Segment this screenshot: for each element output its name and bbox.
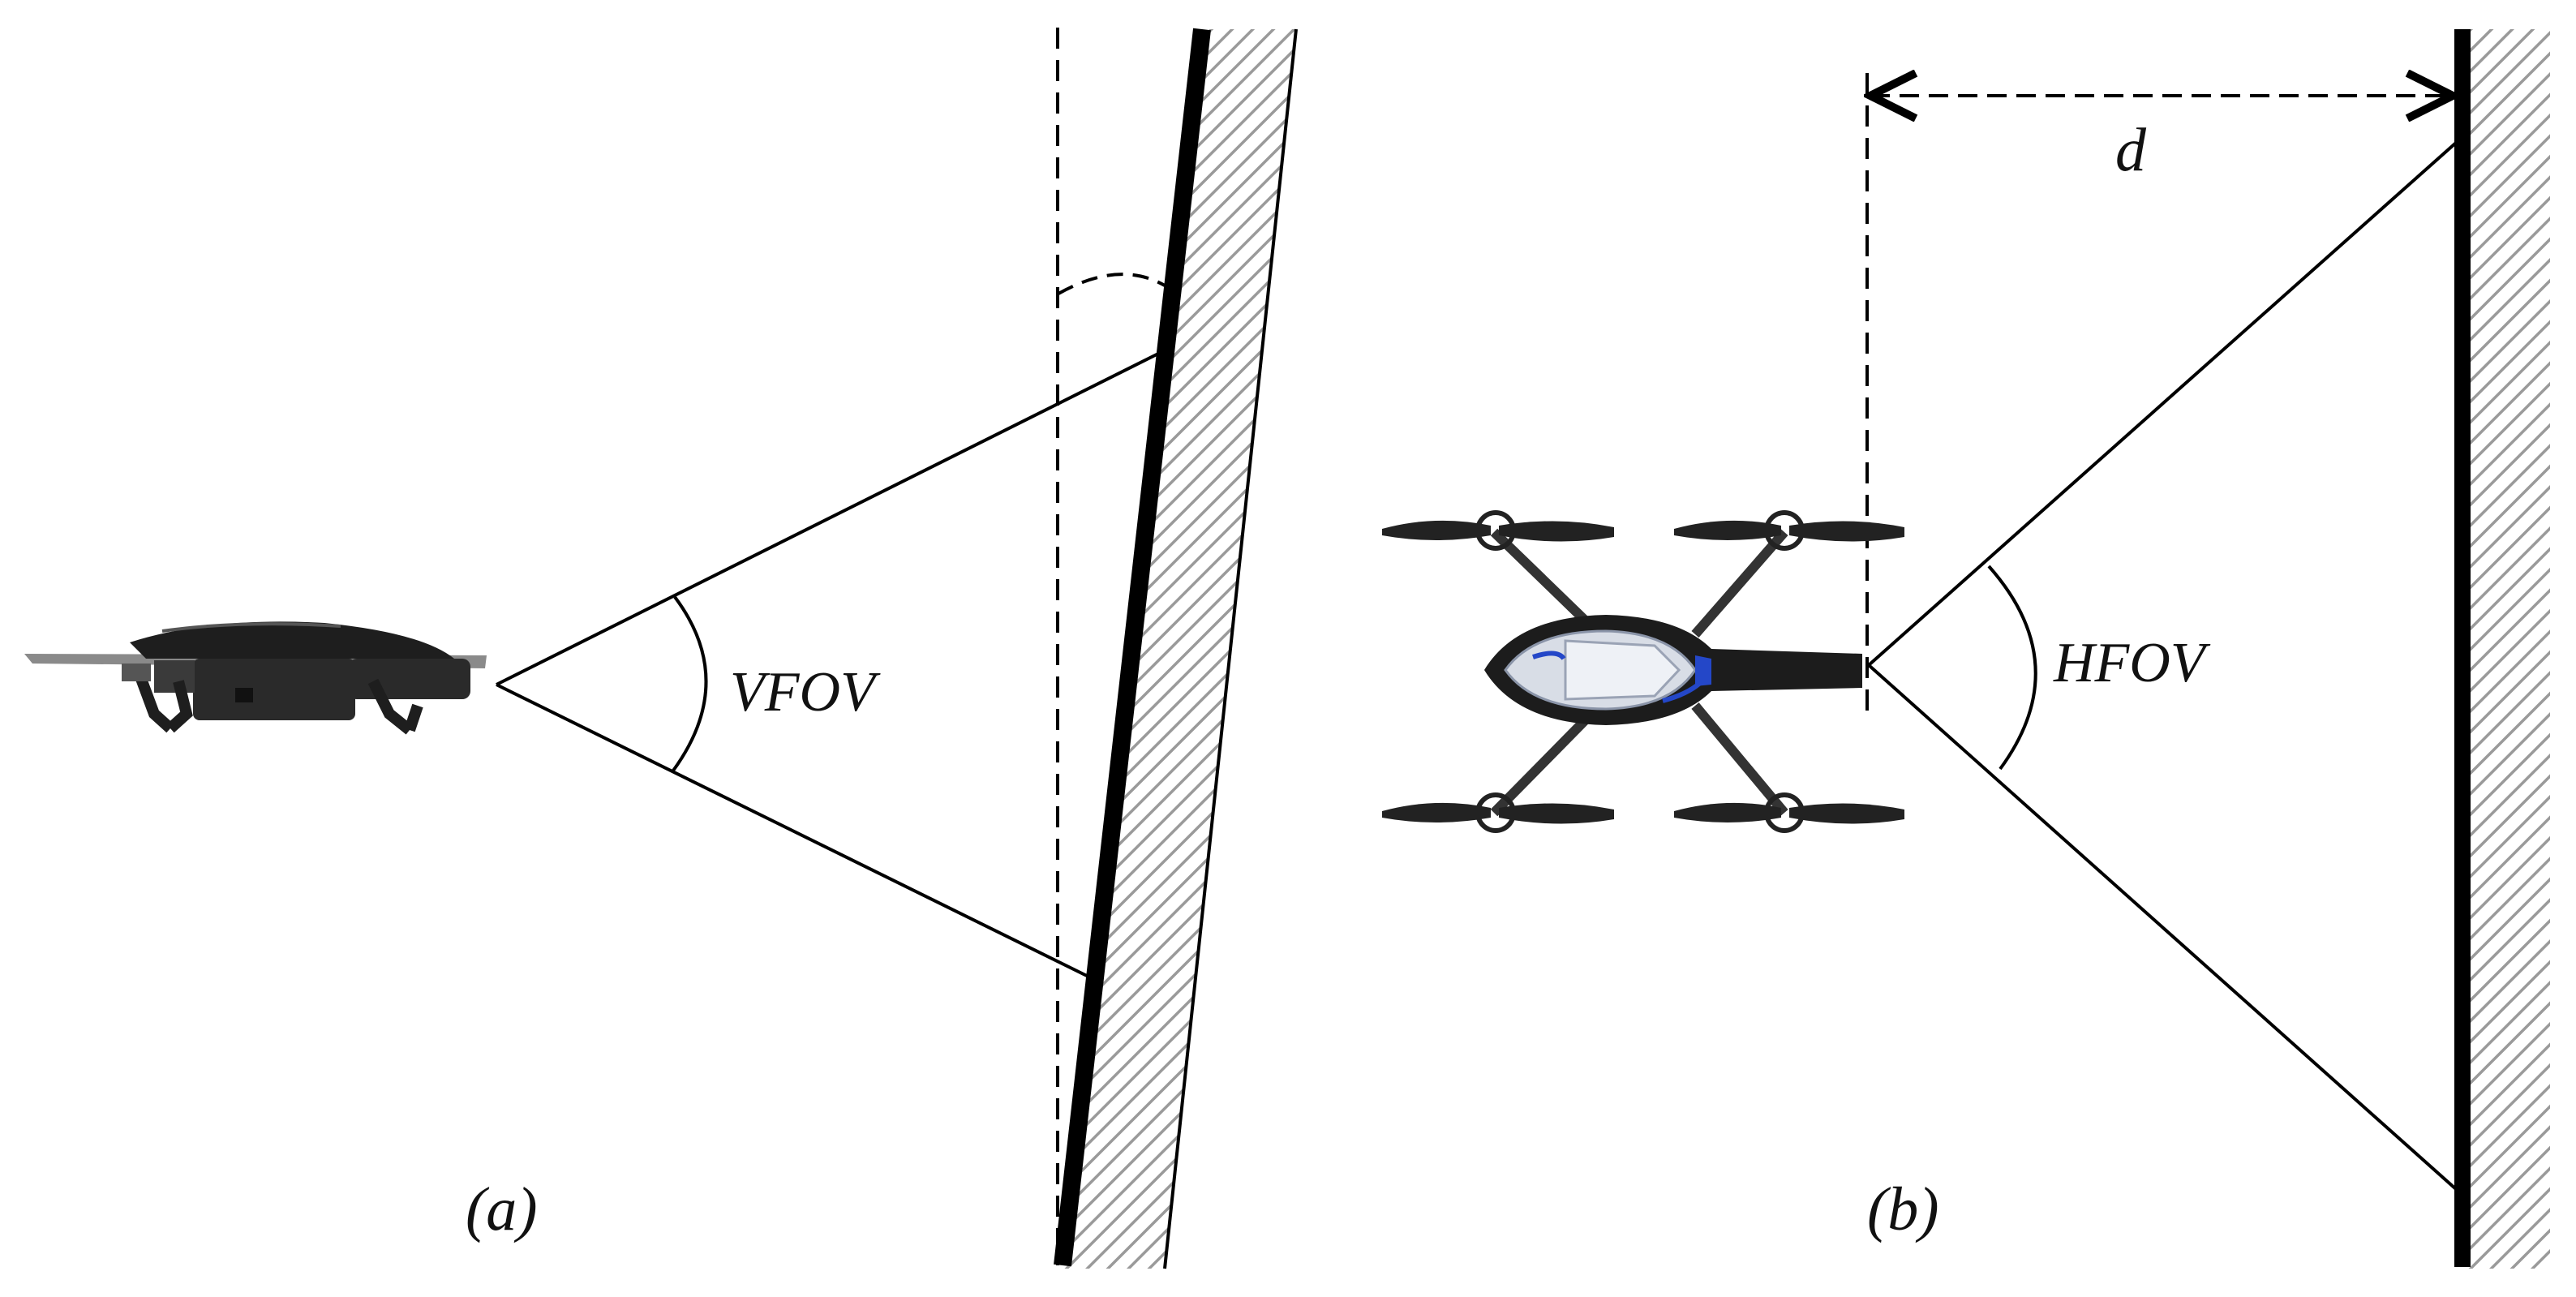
vfov-label: VFOV <box>730 661 881 724</box>
vfov-arc <box>672 595 708 772</box>
panel-a: VFOV (a) <box>24 28 1298 1269</box>
hfov-arc <box>1987 565 2037 771</box>
tilted-wall-face <box>1054 28 1211 1267</box>
panel-b: d HFOV <box>1382 29 2550 1269</box>
side-view-drone-icon <box>24 621 487 735</box>
tilt-angle-arc <box>1058 273 1166 295</box>
vertical-wall-hatch <box>2458 29 2550 1269</box>
hfov-lower-ray <box>1867 664 2458 1191</box>
caption-b: (b) <box>1867 1175 1939 1243</box>
vfov-lower-ray <box>496 683 1089 978</box>
tilted-wall-hatch <box>1058 29 1296 1269</box>
top-view-quadcopter-icon <box>1382 510 1904 833</box>
hfov-label: HFOV <box>2053 632 2211 694</box>
distance-label: d <box>2115 116 2147 184</box>
vfov-upper-ray <box>496 350 1162 686</box>
tilted-wall-back-edge <box>1163 28 1298 1269</box>
hfov-upper-ray <box>1867 141 2458 667</box>
caption-a: (a) <box>466 1175 538 1243</box>
